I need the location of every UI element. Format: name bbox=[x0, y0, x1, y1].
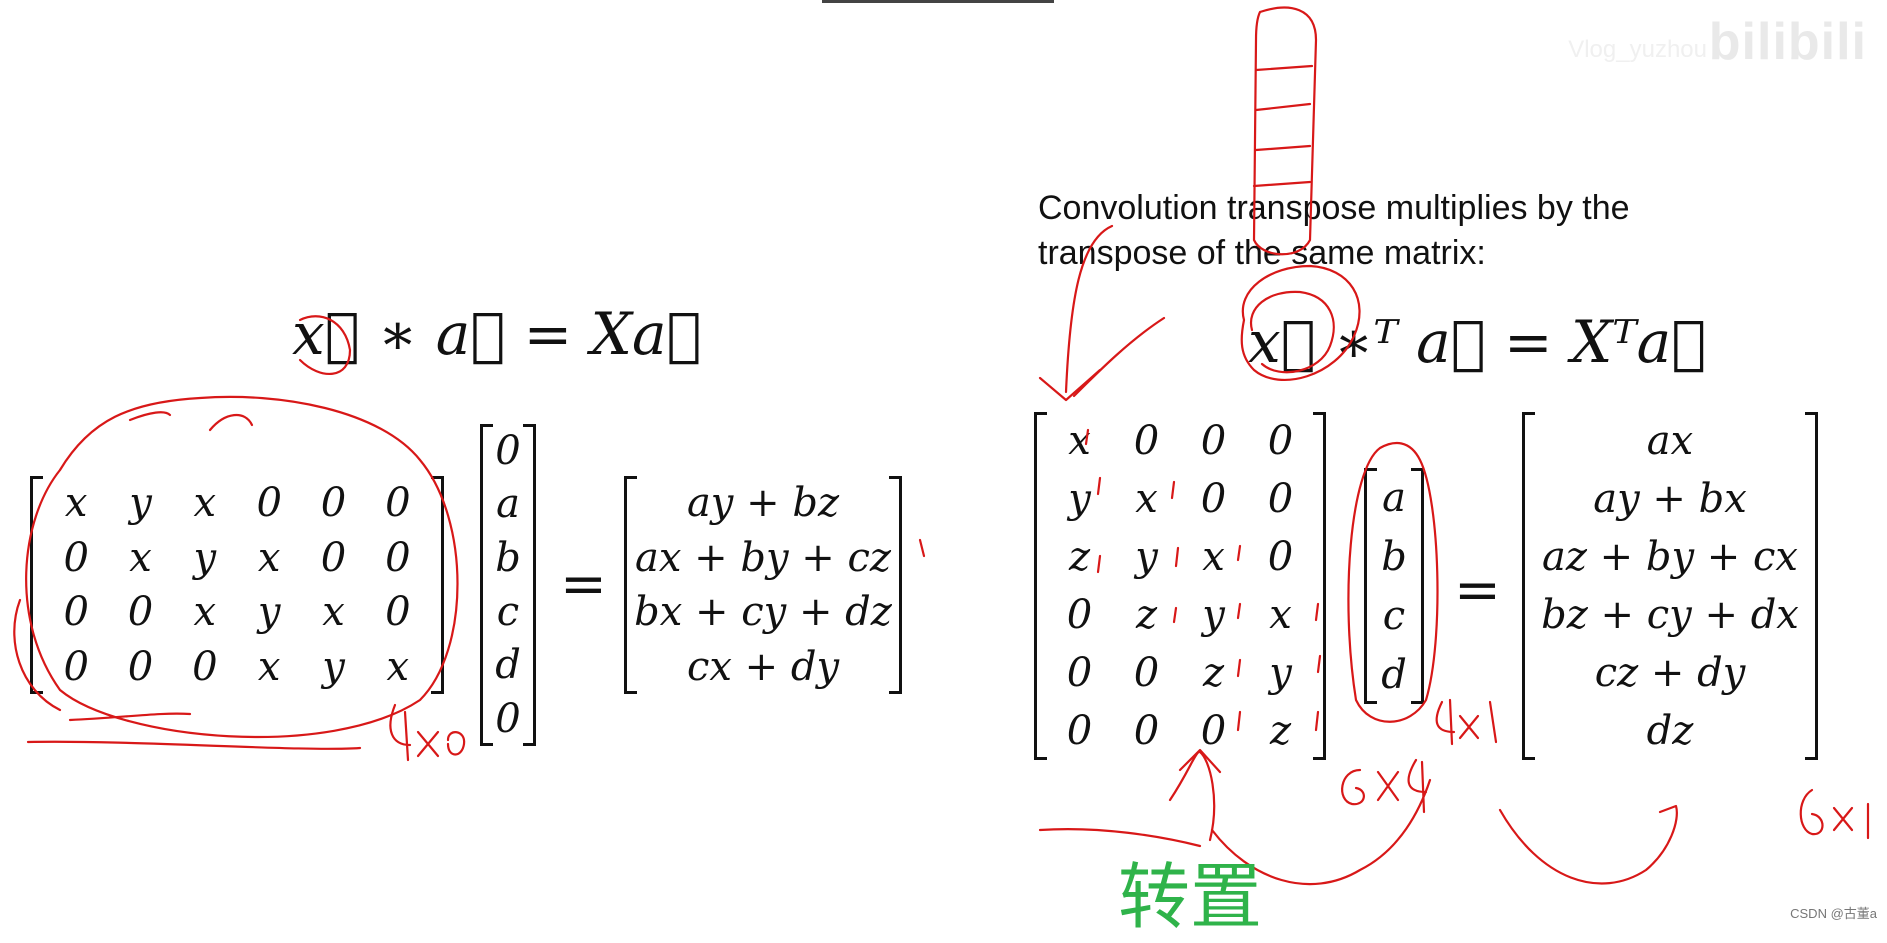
matrix-cell: x bbox=[386, 643, 410, 690]
matrix-cell: z bbox=[1135, 592, 1158, 638]
matrix-cell: 0 bbox=[1066, 592, 1093, 638]
uploader-watermark: Vlog_yuzhou bbox=[1568, 36, 1707, 63]
vector-cell: c bbox=[1382, 592, 1406, 639]
ink-size-6x4 bbox=[1341, 768, 1365, 806]
matrix-cell: x bbox=[1068, 418, 1091, 464]
result-cell: bz + cy + dx bbox=[1541, 592, 1799, 638]
vector-cell: 0 bbox=[495, 427, 521, 474]
ink-size-4x6-left bbox=[389, 703, 412, 762]
matrix-cell: y bbox=[193, 534, 217, 581]
matrix-cell: 0 bbox=[1133, 708, 1160, 754]
matrix-cell: z bbox=[1269, 708, 1292, 754]
matrix-cell: 0 bbox=[385, 534, 411, 581]
result-cell: ay + bx bbox=[1593, 476, 1747, 522]
matrix-cell: y bbox=[1068, 476, 1091, 522]
result-cell: cz + dy bbox=[1594, 650, 1746, 696]
result-cell: bx + cy + dz bbox=[634, 589, 892, 636]
matrix-cell: x bbox=[1269, 592, 1292, 638]
result-cell: ax + by + cz bbox=[635, 534, 891, 581]
vector-cell: 0 bbox=[495, 696, 521, 743]
left-equals: = bbox=[560, 552, 607, 617]
result-cell: cx + dy bbox=[686, 643, 840, 690]
matrix-cell: y bbox=[1269, 650, 1292, 696]
ink-circle-xT bbox=[1240, 264, 1361, 381]
matrix-cell: y bbox=[129, 480, 152, 527]
csdn-credit: CSDN @古董a bbox=[1790, 906, 1877, 921]
ink-x-circle bbox=[298, 315, 352, 375]
vector-cell: a bbox=[1382, 474, 1406, 521]
matrix-cell: 0 bbox=[1200, 418, 1227, 464]
matrix-cell: 0 bbox=[320, 480, 347, 527]
ink-size-4x1 bbox=[1435, 698, 1456, 746]
right-equation: x⃗ ∗ᵀ a⃗ = Xᵀa⃗ bbox=[1248, 308, 1707, 376]
ink-arrow-up bbox=[1168, 750, 1216, 842]
right-result-vector: ax ay + bx az + by + cx bz + cy + dx cz + dy… bbox=[1522, 412, 1818, 760]
matrix-cell: 0 bbox=[63, 589, 89, 636]
right-equals: = bbox=[1454, 558, 1501, 623]
vector-cell: d bbox=[495, 642, 521, 689]
left-result-vector: ay + bz ax + by + cz bx + cy + dz cx + dy bbox=[624, 476, 902, 694]
ink-loop-right-vector bbox=[1347, 441, 1439, 723]
ink-arrow-down bbox=[1064, 224, 1114, 394]
matrix-cell: 0 bbox=[1267, 476, 1294, 522]
matrix-cell: 0 bbox=[63, 534, 89, 581]
top-edge-bar bbox=[822, 0, 1054, 3]
bilibili-watermark: bilibili bbox=[1708, 13, 1867, 71]
matrix-cell: x bbox=[193, 589, 217, 636]
result-cell: ax bbox=[1646, 418, 1694, 464]
ink-loop-left-matrix bbox=[25, 395, 459, 739]
ink-curve-arrow-right bbox=[1498, 804, 1678, 885]
matrix-cell: z bbox=[1068, 534, 1091, 580]
ink-tall-box bbox=[1252, 6, 1318, 256]
matrix-cell: x bbox=[193, 480, 217, 527]
result-cell: dz bbox=[1646, 708, 1694, 754]
matrix-cell: x bbox=[257, 643, 281, 690]
vector-cell: a bbox=[496, 481, 520, 528]
matrix-cell: 0 bbox=[1066, 650, 1093, 696]
matrix-cell: 0 bbox=[63, 643, 89, 690]
matrix-cell: y bbox=[1135, 534, 1158, 580]
matrix-cell: 0 bbox=[385, 480, 411, 527]
ink-size-6x1 bbox=[1799, 788, 1824, 836]
matrix-cell: x bbox=[1202, 534, 1225, 580]
vector-cell: b bbox=[1381, 533, 1407, 580]
matrix-cell: 0 bbox=[1066, 708, 1093, 754]
matrix-cell: 0 bbox=[1200, 476, 1227, 522]
matrix-cell: 0 bbox=[1267, 534, 1294, 580]
matrix-cell: 0 bbox=[1200, 708, 1227, 754]
matrix-cell: x bbox=[64, 480, 88, 527]
matrix-cell: 0 bbox=[127, 589, 154, 636]
result-cell: ay + bz bbox=[686, 480, 840, 527]
transpose-label: 转置 bbox=[1118, 855, 1263, 939]
result-cell: az + by + cx bbox=[1542, 534, 1798, 580]
matrix-cell: x bbox=[129, 534, 152, 581]
caption-text: Convolution transpose multiplies by the … bbox=[1038, 189, 1630, 272]
matrix-cell: y bbox=[1202, 592, 1225, 638]
matrix-cell: x bbox=[1135, 476, 1158, 522]
matrix-cell: y bbox=[257, 589, 281, 636]
matrix-cell: y bbox=[322, 643, 345, 690]
matrix-cell: 0 bbox=[385, 589, 411, 636]
matrix-cell: 0 bbox=[256, 480, 282, 527]
matrix-cell: 0 bbox=[1267, 418, 1294, 464]
matrix-cell: 0 bbox=[320, 534, 347, 581]
vector-cell: c bbox=[496, 588, 520, 635]
matrix-cell: 0 bbox=[1133, 418, 1160, 464]
matrix-cell: x bbox=[257, 534, 281, 581]
vector-cell: b bbox=[495, 535, 521, 582]
matrix-cell: 0 bbox=[1133, 650, 1160, 696]
matrix-cell: 0 bbox=[127, 643, 154, 690]
left-equation: x⃗ ∗ a⃗ = Xa⃗ bbox=[292, 300, 702, 368]
matrix-cell: x bbox=[322, 589, 345, 636]
matrix-cell: z bbox=[1202, 650, 1225, 696]
vector-cell: d bbox=[1381, 651, 1407, 698]
matrix-cell: 0 bbox=[192, 643, 218, 690]
